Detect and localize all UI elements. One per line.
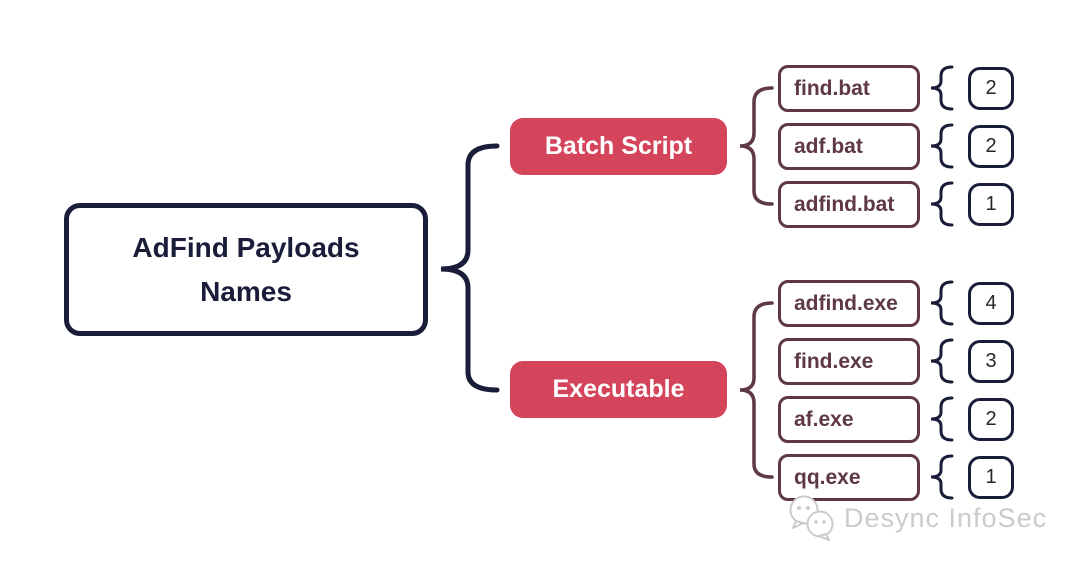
brace-executable-children [739, 301, 774, 479]
count-badge-af-exe: 2 [968, 398, 1014, 441]
leaf-label: adf.bat [794, 134, 863, 158]
leaf-node-adf-bat: adf.bat [778, 123, 920, 170]
count-value: 1 [985, 466, 997, 488]
count-brace-adfind-bat [930, 181, 954, 227]
count-brace-find-exe [930, 338, 954, 384]
root-node-label: AdFind Payloads Names [132, 231, 360, 307]
count-badge-adfind-bat: 1 [968, 183, 1014, 226]
root-node: AdFind Payloads Names [64, 203, 428, 336]
branch-node-label: Batch Script [544, 132, 693, 160]
count-badge-adfind-exe: 4 [968, 282, 1014, 325]
brace-batch-children [739, 86, 774, 206]
leaf-label: adfind.bat [794, 192, 895, 216]
count-value: 3 [985, 350, 997, 372]
leaf-node-adfind-exe: adfind.exe [778, 280, 920, 327]
leaf-label: af.exe [794, 407, 854, 431]
count-value: 2 [985, 77, 997, 99]
count-value: 2 [985, 408, 997, 430]
leaf-node-find-bat: find.bat [778, 65, 920, 112]
count-value: 4 [985, 292, 997, 314]
branch-node-batch-script: Batch Script [510, 118, 727, 175]
brace-root-to-branches [440, 143, 500, 393]
leaf-node-af-exe: af.exe [778, 396, 920, 443]
count-brace-af-exe [930, 396, 954, 442]
count-value: 1 [985, 193, 997, 215]
leaf-node-adfind-bat: adfind.bat [778, 181, 920, 228]
count-brace-find-bat [930, 65, 954, 111]
count-badge-find-exe: 3 [968, 340, 1014, 383]
leaf-label: find.exe [794, 349, 874, 373]
watermark-text: Desync InfoSec [844, 502, 1048, 533]
count-brace-adf-bat [930, 123, 954, 169]
leaf-label: adfind.exe [794, 291, 898, 315]
count-brace-qq-exe [930, 454, 954, 500]
leaf-node-find-exe: find.exe [778, 338, 920, 385]
wechat-icon [789, 495, 834, 541]
count-badge-qq-exe: 1 [968, 456, 1014, 499]
leaf-label: qq.exe [794, 465, 861, 489]
branch-node-executable: Executable [510, 361, 727, 418]
count-value: 2 [985, 135, 997, 157]
count-badge-find-bat: 2 [968, 67, 1014, 110]
count-badge-adf-bat: 2 [968, 125, 1014, 168]
branch-node-label: Executable [552, 375, 685, 403]
leaf-node-qq-exe: qq.exe [778, 454, 920, 501]
watermark: Desync InfoSec [786, 494, 1047, 542]
count-brace-adfind-exe [930, 280, 954, 326]
leaf-label: find.bat [794, 76, 870, 100]
